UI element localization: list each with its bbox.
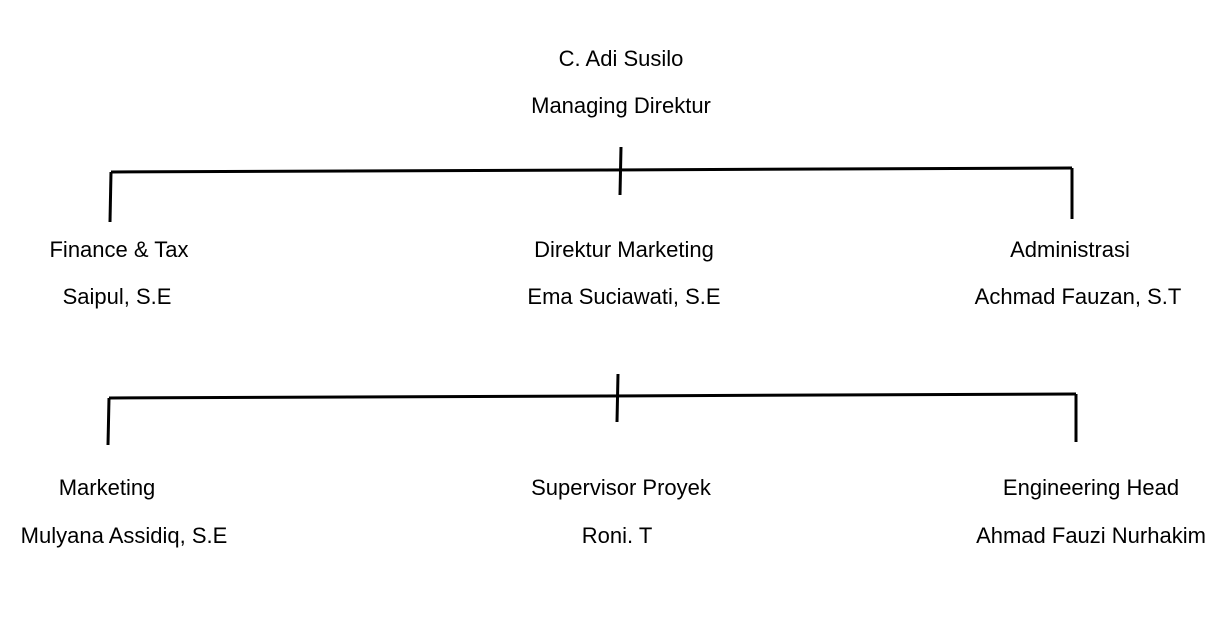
- connector-horizontal-2: [108, 392, 1077, 400]
- node-engineering-name: Ahmad Fauzi Nurhakim: [976, 523, 1206, 548]
- node-top-name: C. Adi Susilo: [558, 46, 684, 71]
- connector-drop-left-2: [106, 397, 111, 446]
- node-direktur-marketing-name: Ema Suciawati, S.E: [527, 284, 721, 309]
- connector-stem-1: [618, 146, 623, 196]
- node-engineering-title: Engineering Head: [1002, 475, 1180, 500]
- node-marketing-name: Mulyana Assidiq, S.E: [20, 523, 228, 548]
- node-marketing-title: Marketing: [58, 475, 156, 500]
- connector-stem-2: [615, 373, 620, 423]
- connector-horizontal-1: [110, 166, 1073, 174]
- node-administrasi-name: Achmad Fauzan, S.T: [974, 284, 1182, 309]
- node-administrasi-title: Administrasi: [1010, 237, 1130, 262]
- node-supervisor-name: Roni. T: [581, 523, 653, 548]
- node-top-title: Managing Direktur: [531, 93, 711, 118]
- node-direktur-marketing-title: Direktur Marketing: [534, 237, 714, 262]
- connector-drop-left-1: [108, 171, 113, 223]
- node-supervisor-title: Supervisor Proyek: [531, 475, 711, 500]
- node-finance-title: Finance & Tax: [49, 237, 189, 262]
- node-finance-name: Saipul, S.E: [62, 284, 172, 309]
